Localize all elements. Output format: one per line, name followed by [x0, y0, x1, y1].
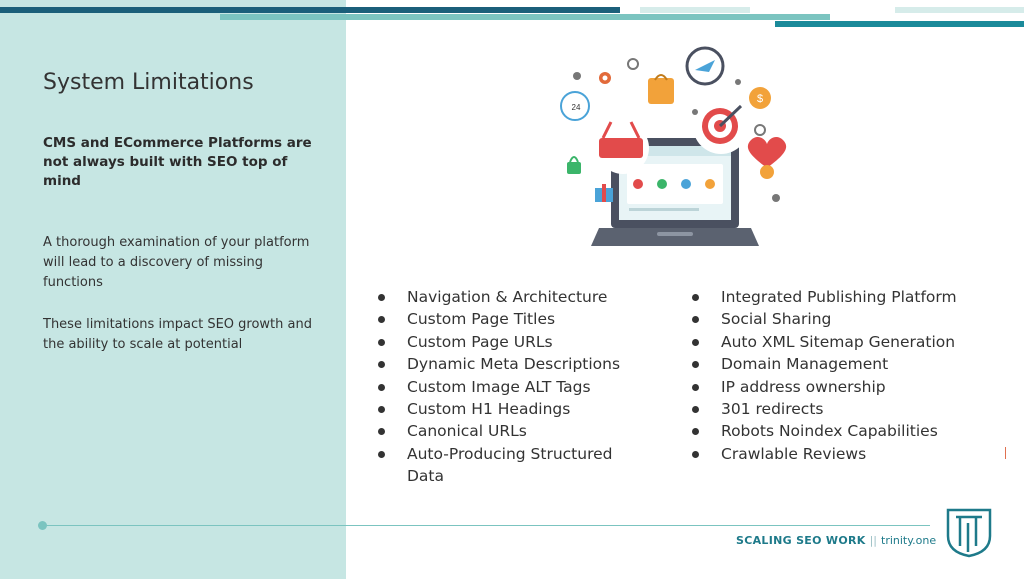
list-item: Integrated Publishing Platform	[689, 286, 1009, 308]
top-bar-pale-1	[640, 7, 750, 13]
clock-24-icon: 24	[572, 103, 581, 112]
top-bar-dark	[0, 7, 620, 13]
airplane-icon	[695, 60, 715, 72]
list-item: Auto XML Sitemap Generation	[689, 331, 1009, 353]
top-bar-teal-right	[775, 21, 1024, 27]
ecommerce-laptop-illustration: 24 $	[560, 46, 787, 246]
list-item: 301 redirects	[689, 398, 1009, 420]
top-bar-pale-2	[895, 7, 1024, 13]
footer-divider-dot	[38, 521, 47, 530]
dollar-icon	[749, 87, 771, 109]
subtitle-bold: CMS and ECommerce Platforms are not alwa…	[43, 135, 312, 189]
list-item: Auto-Producing Structured Data	[375, 443, 632, 488]
home-icon	[681, 179, 691, 189]
paragraph-2: These limitations impact SEO growth and …	[43, 317, 312, 352]
left-feature-list: Navigation & Architecture Custom Page Ti…	[375, 286, 665, 488]
right-feature-list: Integrated Publishing Platform Social Sh…	[689, 286, 1009, 465]
footer-site: trinity.one	[881, 534, 937, 547]
decor-marker	[1005, 447, 1006, 459]
shopping-bag-icon	[648, 78, 674, 104]
paragraph-1: A thorough examination of your platform …	[43, 235, 310, 290]
slide-title: System Limitations	[43, 70, 254, 95]
laptop-base	[591, 228, 759, 246]
phone-icon	[705, 179, 715, 189]
list-item: Canonical URLs	[375, 420, 665, 442]
list-item: Crawlable Reviews	[689, 443, 1009, 465]
top-bar-light	[220, 14, 830, 20]
list-item: IP address ownership	[689, 376, 1009, 398]
list-item: Navigation & Architecture	[375, 286, 665, 308]
list-item: Custom Page URLs	[375, 331, 665, 353]
list-item: Custom H1 Headings	[375, 398, 665, 420]
trinity-logo-icon	[946, 508, 992, 558]
list-item: Social Sharing	[689, 308, 1009, 330]
lock-icon	[633, 179, 643, 189]
heart-plus-icon	[747, 137, 787, 168]
list-item: Robots Noindex Capabilities	[689, 420, 1009, 442]
list-item: Dynamic Meta Descriptions	[375, 353, 665, 375]
footer-brand: SCALING SEO WORK	[736, 534, 866, 547]
list-item: Domain Management	[689, 353, 1009, 375]
left-panel	[0, 0, 346, 579]
padlock-icon	[567, 162, 581, 174]
footer-separator: ||	[869, 534, 877, 547]
svg-text:$: $	[757, 93, 763, 105]
footer-divider	[42, 525, 930, 526]
chat-icon	[657, 179, 667, 189]
list-item: Custom Image ALT Tags	[375, 376, 665, 398]
footer: SCALING SEO WORK|| trinity.one	[736, 534, 936, 547]
list-item: Custom Page Titles	[375, 308, 665, 330]
basket-icon	[599, 138, 643, 158]
